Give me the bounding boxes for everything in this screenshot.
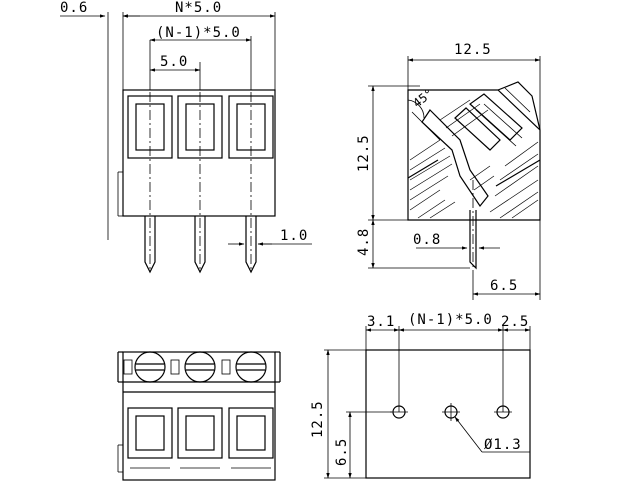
dim-pin-position: 6.5 [490, 278, 518, 294]
screw-head-3 [235, 351, 267, 383]
dim-footprint-span: (N-1)*5.0 [408, 312, 493, 328]
screw-head-1 [134, 351, 166, 383]
dim-footprint-height: 12.5 [310, 400, 326, 438]
top-view [117, 351, 281, 481]
front-view: 0.6 N*5.0 (N-1)*5.0 5.0 [60, 0, 312, 274]
dim-overall-width: N*5.0 [175, 0, 222, 16]
dim-pin-thickness: 0.8 [413, 232, 441, 248]
pin-3 [245, 216, 257, 274]
wire-entry-3 [228, 407, 274, 469]
wire-entry-2 [177, 407, 223, 469]
dim-side-width: 12.5 [454, 42, 492, 58]
side-view: 12.5 12.5 4.8 [356, 42, 541, 300]
dim-pitch: 5.0 [160, 54, 188, 70]
dim-hole-offset: 6.5 [334, 438, 350, 466]
dim-side-height: 12.5 [356, 134, 372, 172]
dim-footprint-left: 3.1 [367, 314, 395, 330]
footprint-view: 3.1 (N-1)*5.0 2.5 12.5 6.5 Ø1.3 [310, 312, 531, 479]
wire-entry-1 [127, 407, 173, 469]
pin-1 [144, 216, 156, 274]
pin-2 [194, 216, 206, 274]
dim-hole-diameter: Ø1.3 [484, 437, 522, 453]
side-hatching [409, 99, 539, 219]
pcb-hole-2 [442, 403, 460, 421]
dim-pin-length: 4.8 [356, 228, 372, 256]
dim-footprint-right: 2.5 [501, 314, 529, 330]
screw-head-2 [184, 351, 216, 383]
dim-offset: 0.6 [60, 0, 88, 16]
pcb-hole-1 [390, 405, 408, 419]
dim-pin-width: 1.0 [280, 228, 308, 244]
dim-pin-span: (N-1)*5.0 [156, 25, 241, 41]
pcb-hole-3 [494, 405, 512, 419]
